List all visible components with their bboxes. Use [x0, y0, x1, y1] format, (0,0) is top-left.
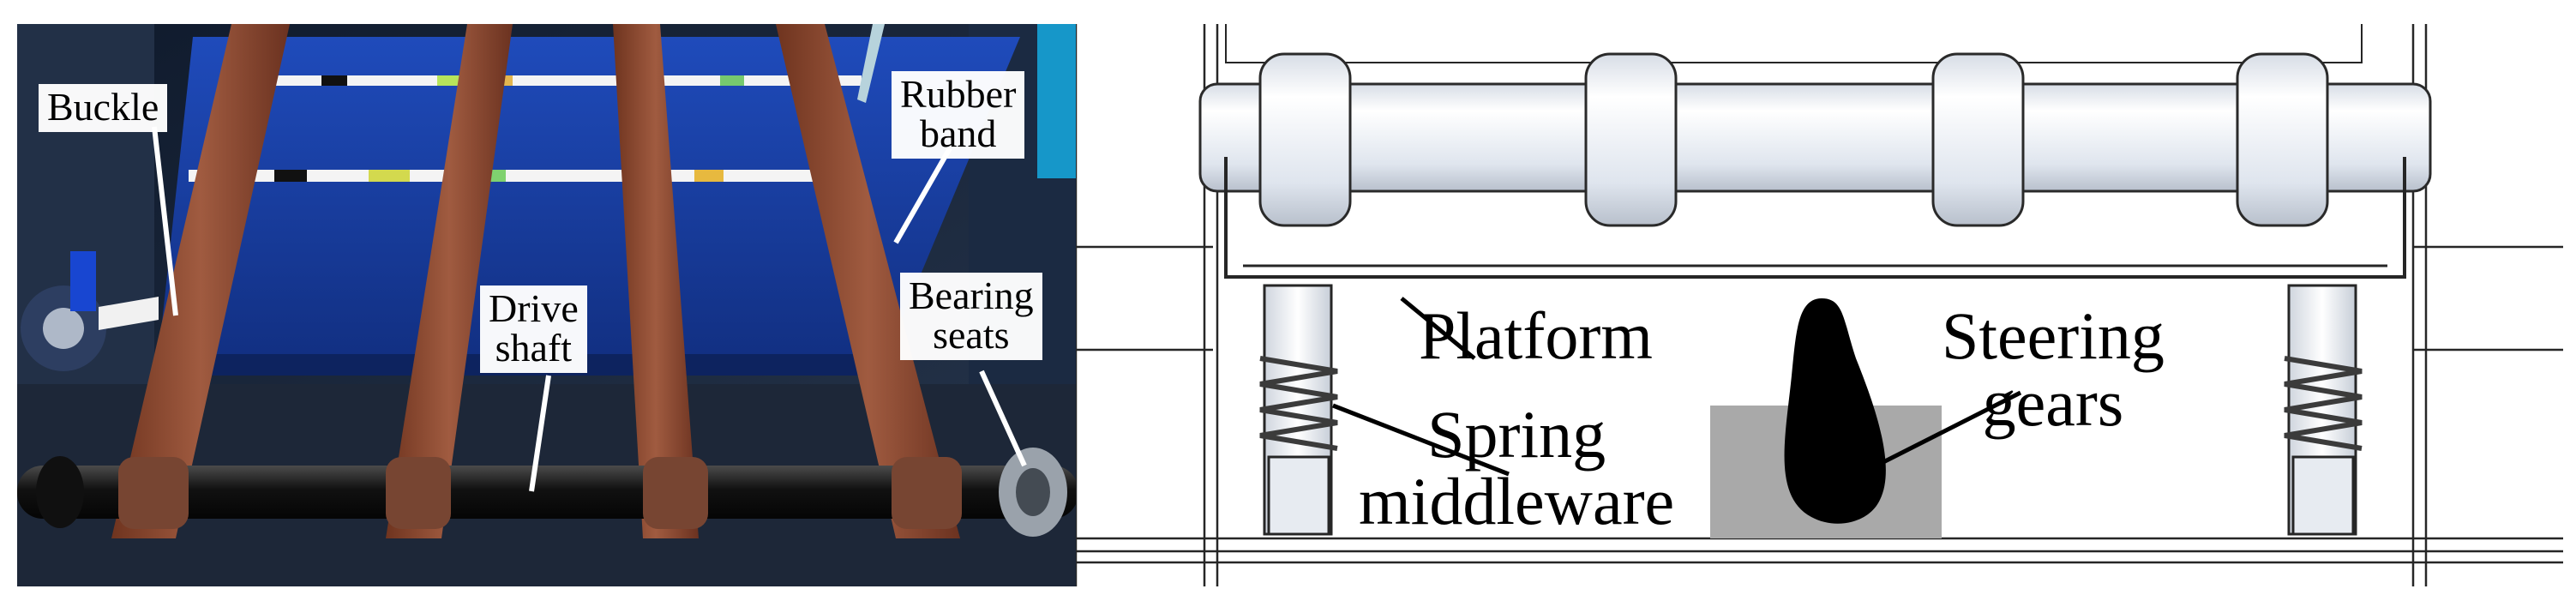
label-rubber-band: Rubber band: [892, 71, 1025, 159]
drive-shaft-leader: [529, 375, 551, 492]
label-steering-gears: Steering gears: [1942, 298, 2165, 440]
rubber-band-4: [776, 24, 960, 538]
measuring-strip-upper: [236, 75, 862, 86]
photo-panel: Buckle Rubber band Drive shaft Bearing s…: [17, 24, 1078, 586]
cyan-panel: [1037, 24, 1078, 178]
label-spring-middleware: Spring middleware: [1359, 397, 1675, 538]
cad-drawing: [1076, 24, 2563, 586]
top-cover: [1225, 24, 2363, 63]
buckle-holder: [70, 251, 96, 311]
left-bearing-hub: [43, 308, 84, 349]
spring-support-left: [1259, 284, 1338, 536]
rubber-band-leader: [893, 147, 952, 244]
label-platform: Platform: [1419, 298, 1653, 373]
steering-gear-shape: [1784, 298, 1886, 524]
buckle-clip: [99, 297, 159, 330]
rubber-band-3: [613, 24, 699, 538]
rubber-band-2: [386, 24, 513, 538]
steering-leader: [1880, 390, 2022, 466]
measuring-strip-lower: [189, 170, 840, 182]
rubber-band-1: [111, 24, 290, 538]
roller-drums: [1258, 52, 2329, 227]
label-drive-shaft: Drive shaft: [480, 285, 587, 373]
cad-panel: Platform Spring middleware Steering gear…: [1076, 24, 2563, 586]
label-bearing-seats: Bearing seats: [900, 273, 1042, 360]
marker-pen: [857, 24, 885, 103]
shaft-collar-left: [36, 456, 84, 528]
band-wrap-2: [386, 457, 451, 529]
band-wrap-4: [892, 457, 962, 529]
platform-leader: [1400, 297, 1476, 360]
spring-leader: [1332, 403, 1510, 477]
platform: [1224, 157, 2406, 279]
label-buckle: Buckle: [39, 84, 168, 132]
band-wrap-1: [118, 457, 189, 529]
bearing-hole-right: [1016, 468, 1050, 516]
drive-shaft: [17, 466, 1078, 519]
main-roller: [1198, 82, 2432, 193]
spring-support-right: [2284, 284, 2363, 536]
bearing-seats-leader: [979, 370, 1027, 467]
band-wrap-3: [643, 457, 708, 529]
buckle-leader: [152, 126, 178, 316]
